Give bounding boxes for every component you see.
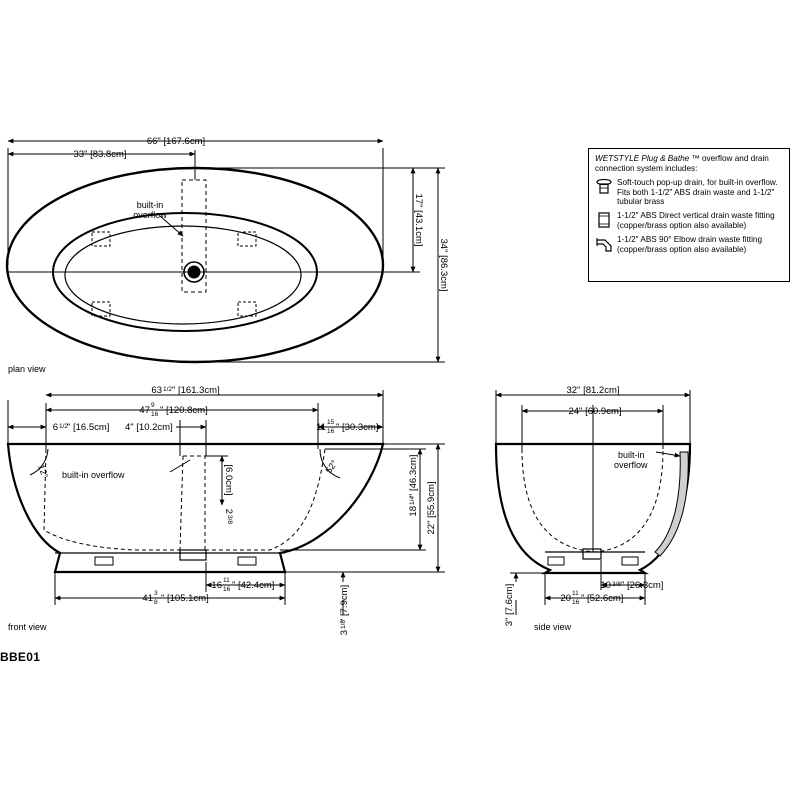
svg-text:2: 2 — [223, 509, 234, 514]
front-inner-length-label: 47 9 16 " [120.8cm] — [139, 402, 207, 418]
svg-text:41: 41 — [142, 593, 153, 604]
svg-text:3/8: 3/8 — [226, 515, 233, 524]
plan-drain — [183, 261, 205, 283]
svg-text:16: 16 — [151, 411, 159, 418]
front-angle-right: 52° — [323, 458, 339, 475]
front-drain — [179, 549, 207, 561]
side-overflow-channel — [654, 451, 689, 557]
front-inner-depth-label: 18 1/4 " [46.3cm] — [408, 455, 419, 517]
side-base-width-label: 20 11 16 " [52.6cm] — [560, 590, 623, 606]
svg-text:20: 20 — [560, 593, 571, 604]
svg-text:18: 18 — [408, 506, 419, 517]
svg-text:" [46.3cm]: " [46.3cm] — [408, 455, 419, 497]
legend-heading: WETSTYLE Plug & Bathe ™ overflow and dra… — [595, 154, 769, 173]
side-view-title: side view — [534, 622, 572, 632]
plan-foot — [237, 301, 257, 317]
front-right-inset-label: 11 15 16 " [30.3cm] — [316, 419, 378, 435]
svg-text:9: 9 — [151, 402, 155, 409]
front-angle-left: 12° — [36, 463, 50, 480]
svg-text:6: 6 — [53, 422, 58, 433]
svg-text:" [7.9cm]: " [7.9cm] — [339, 585, 350, 622]
popup-drain-icon — [596, 178, 612, 194]
front-overflow-label: built-in overflow — [62, 470, 125, 480]
plan-depth-label: 34" [86.3cm] — [438, 238, 449, 291]
front-overflow-column — [179, 455, 206, 551]
side-drain-offset-label: 10 3/8 " [26.3cm] — [600, 580, 663, 591]
svg-text:16: 16 — [327, 428, 335, 435]
svg-text:47: 47 — [139, 405, 150, 416]
side-drain — [582, 548, 602, 560]
plan-width-label: 66" [167.6cm] — [147, 136, 205, 147]
svg-text:8: 8 — [154, 599, 158, 606]
legend-item: 1-1/2" ABS 90° Elbow drain waste fitting… — [595, 235, 783, 255]
legend-item: Soft-touch pop-up drain, for built-in ov… — [595, 178, 783, 208]
svg-text:3/8: 3/8 — [612, 581, 621, 588]
front-view — [6, 390, 445, 615]
plan-inner-lip — [64, 225, 302, 325]
svg-text:" [26.3cm]: " [26.3cm] — [621, 580, 663, 591]
plan-half-depth-label: 17" [43.1cm] — [413, 193, 424, 246]
side-base-height-label: 3" [7.6cm] — [504, 584, 515, 626]
svg-text:" [16.5cm]: " [16.5cm] — [67, 422, 109, 433]
vertical-fitting-icon — [598, 212, 610, 228]
front-overflow-drop-cm: [6.0cm] — [223, 464, 234, 495]
front-base-length-label: 41 3 8 " [105.1cm] — [142, 590, 208, 606]
front-height-label: 22" [55.9cm] — [426, 481, 437, 534]
svg-text:3: 3 — [339, 630, 350, 635]
svg-text:" [52.6cm]: " [52.6cm] — [581, 593, 623, 604]
plan-view-title: plan view — [8, 364, 46, 374]
svg-text:11: 11 — [316, 422, 326, 433]
svg-text:1/4: 1/4 — [409, 496, 416, 505]
side-top-width-label: 32" [81.2cm] — [566, 385, 619, 396]
side-foot — [621, 556, 639, 566]
side-inner-width-label: 24" [60.9cm] — [568, 406, 621, 417]
plan-foot — [237, 231, 257, 247]
svg-text:11: 11 — [572, 590, 579, 597]
plan-foot — [91, 231, 111, 247]
svg-text:16: 16 — [223, 586, 231, 593]
front-base-height-label: 3 1/8 " [7.9cm] — [339, 585, 350, 635]
elbow-fitting-icon — [596, 237, 612, 252]
front-left-inset-label: 6 1/2 " [16.5cm] — [53, 422, 110, 433]
svg-text:63: 63 — [151, 385, 162, 396]
plan-outer-rim — [5, 166, 385, 364]
side-foot — [547, 556, 565, 566]
plan-foot — [91, 301, 111, 317]
side-overflow-label: built-in — [618, 450, 645, 460]
plan-view — [5, 138, 445, 364]
front-top-length-label: 63 1/2 " [161.3cm] — [151, 385, 219, 396]
front-view-title: front view — [8, 622, 47, 632]
svg-text:" [42.4cm]: " [42.4cm] — [232, 580, 274, 591]
plan-overflow-label: overflow — [133, 210, 167, 220]
plan-half-width-label: 33" [83.8cm] — [73, 149, 126, 160]
svg-text:15: 15 — [327, 419, 335, 426]
front-inner-contour — [43, 448, 326, 551]
svg-text:" [161.3cm]: " [161.3cm] — [172, 385, 220, 396]
side-overflow-label: overflow — [614, 460, 648, 470]
legend-item: 1-1/2" ABS Direct vertical drain waste f… — [595, 211, 783, 231]
svg-text:1/8: 1/8 — [340, 620, 347, 629]
svg-text:16: 16 — [211, 580, 222, 591]
svg-text:" [30.3cm]: " [30.3cm] — [336, 422, 378, 433]
front-tub-body — [6, 442, 385, 574]
side-view — [494, 390, 692, 615]
model-number: BBE01 — [0, 650, 41, 664]
svg-text:16: 16 — [572, 599, 580, 606]
front-drain-offset-label: 4" [10.2cm] — [125, 422, 173, 433]
svg-text:3: 3 — [154, 590, 158, 597]
front-overflow-drop-label: 2 3/8 — [223, 509, 234, 525]
plan-overflow-label: built-in — [137, 200, 164, 210]
front-drain-from-end-label: 16 11 16 " [42.4cm] — [211, 577, 274, 593]
svg-text:" [120.8cm]: " [120.8cm] — [160, 405, 208, 416]
front-foot — [237, 556, 257, 566]
svg-text:1/2: 1/2 — [59, 423, 68, 430]
legend-box: WETSTYLE Plug & Bathe ™ overflow and dra… — [588, 148, 790, 282]
front-foot — [94, 556, 114, 566]
svg-text:10: 10 — [600, 580, 611, 591]
plan-overflow-channel — [181, 179, 207, 293]
svg-text:11: 11 — [223, 577, 230, 584]
svg-text:" [105.1cm]: " [105.1cm] — [161, 593, 209, 604]
svg-text:1/2: 1/2 — [163, 386, 172, 393]
